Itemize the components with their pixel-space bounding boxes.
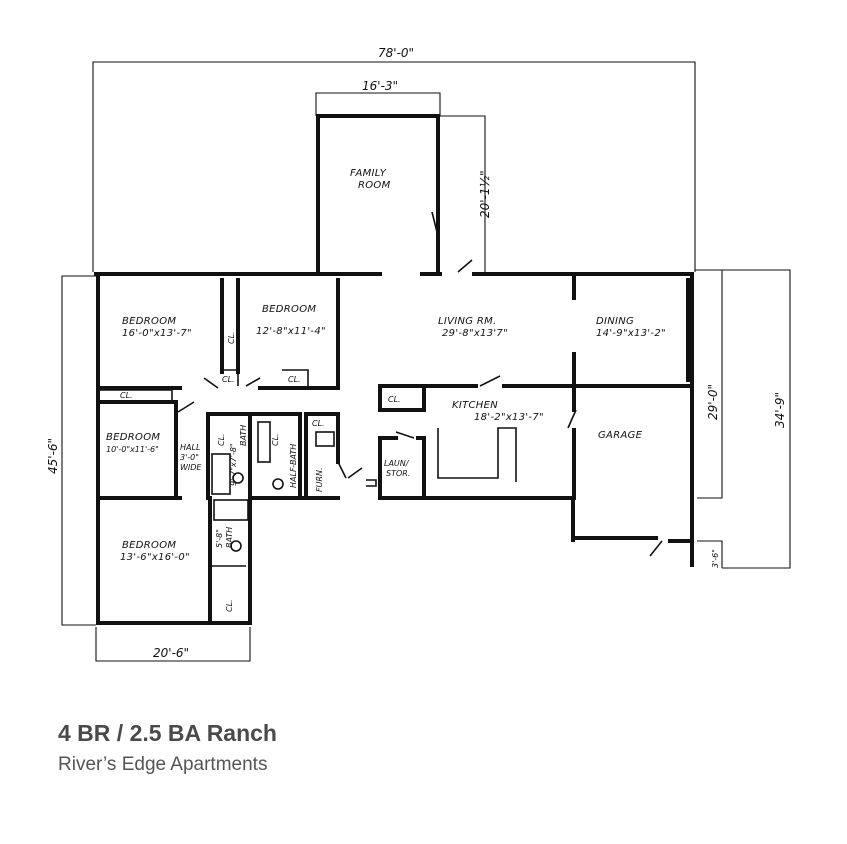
closet-8: CL. <box>225 599 234 612</box>
dining-room-name: DINING <box>596 316 634 327</box>
family-room-label-2: ROOM <box>358 180 391 191</box>
bedroom-1-name: BEDROOM <box>122 316 176 327</box>
closet-7: CL. <box>312 419 325 428</box>
bath-2-label: BATH <box>225 527 234 548</box>
bedroom-3-name: BEDROOM <box>106 432 160 443</box>
dim-wing-width: 20'-6" <box>153 646 189 660</box>
dim-garage-step: 3'-6" <box>711 549 720 568</box>
closet-3: CL. <box>288 375 301 384</box>
living-room-name: LIVING RM. <box>438 316 496 327</box>
dim-overall-width: 78'-0" <box>378 46 414 60</box>
bedroom-3-size: 10'-0"x11'-6" <box>106 445 159 454</box>
dining-room-size: 14'-9"x13'-2" <box>596 328 666 339</box>
hall-label-1: HALL <box>180 443 200 452</box>
dim-family-width: 16'-3" <box>362 79 398 93</box>
dimension-lines <box>61 61 791 662</box>
closet-5: CL. <box>217 433 226 446</box>
closet-1: CL. <box>227 331 236 344</box>
floor-plan-drawing: 78'-0" 16'-3" 20'-1½" 45'-6" 29'-0" 34'-… <box>46 46 791 662</box>
garage-label: GARAGE <box>598 430 643 441</box>
dimension-labels: 78'-0" 16'-3" 20'-1½" 45'-6" 29'-0" 34'-… <box>46 46 787 660</box>
bedroom-1-size: 16'-0"x13'-7" <box>122 328 192 339</box>
laundry-label-2: STOR. <box>386 469 410 478</box>
fixtures <box>211 421 335 552</box>
room-labels: FAMILY ROOM BEDROOM 16'-0"x13'-7" BEDROO… <box>106 168 666 612</box>
kitchen-size: 18'-2"x13'-7" <box>474 412 544 423</box>
bedroom-2-name: BEDROOM <box>262 304 316 315</box>
bath-2-size: 5'-8" <box>215 529 224 548</box>
family-room-label-1: FAMILY <box>350 168 387 179</box>
exterior-walls <box>94 114 694 625</box>
furnace-label: FURN. <box>315 467 324 492</box>
bath-size: 9'-7"x7'-8" <box>229 443 238 486</box>
kitchen-name: KITCHEN <box>452 400 498 411</box>
plan-title: 4 BR / 2.5 BA Ranch <box>58 720 277 746</box>
closet-2: CL. <box>222 375 235 384</box>
hall-label-3: WIDE <box>180 463 202 472</box>
door-swings <box>177 211 663 557</box>
dim-garage-depth: 34'-9" <box>773 392 787 428</box>
plan-subtitle: River’s Edge Apartments <box>58 754 268 775</box>
bedroom-4-name: BEDROOM <box>122 540 176 551</box>
closet-6: CL. <box>271 433 280 446</box>
dim-main-depth: 29'-0" <box>706 384 720 420</box>
living-room-size: 29'-8"x13'7" <box>442 328 508 339</box>
hall-label-2: 3'-0" <box>180 453 199 462</box>
bedroom-2-size: 12'-8"x11'-4" <box>256 326 326 337</box>
bath-label: BATH <box>239 425 248 446</box>
dim-family-depth: 20'-1½" <box>478 170 492 218</box>
interior-walls <box>96 274 694 622</box>
dim-overall-depth: 45'-6" <box>46 438 60 474</box>
closet-9: CL. <box>388 395 401 404</box>
half-bath-label: HALF-BATH <box>289 444 298 488</box>
closet-4: CL. <box>120 391 133 400</box>
bedroom-4-size: 13'-6"x16'-0" <box>120 552 190 563</box>
laundry-label-1: LAUN/ <box>384 459 410 468</box>
